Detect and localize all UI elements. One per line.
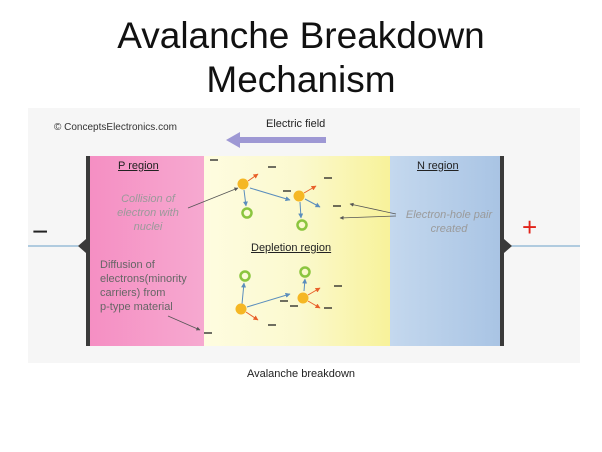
electric-field-label: Electric field	[266, 118, 326, 130]
electron	[297, 292, 309, 304]
hole-path-arrow	[242, 189, 248, 207]
pair-pointer-1	[349, 202, 397, 215]
hole	[241, 207, 253, 219]
p-region	[90, 156, 204, 346]
electron-path-arrow	[246, 292, 291, 308]
title-line-1: Avalanche Breakdown	[117, 15, 485, 56]
hole	[296, 219, 308, 231]
diagram-graphics	[28, 132, 580, 346]
left-electrode	[86, 156, 90, 346]
electron-motion-arrow	[307, 300, 321, 309]
negative-terminal-sign: −	[32, 216, 49, 247]
electric-field-arrow	[226, 132, 326, 148]
diffusion-pointer	[167, 315, 201, 331]
slide-title: Avalanche Breakdown Mechanism	[0, 14, 602, 102]
hole-path-arrow	[302, 278, 308, 292]
electron-path-arrow	[249, 187, 291, 202]
n-region	[390, 156, 500, 346]
collision-annotation: Collision of electron with nuclei	[117, 193, 179, 233]
title-line-2: Mechanism	[206, 59, 396, 100]
hole	[299, 266, 311, 278]
avalanche-diagram: © ConceptsElectronics.com Electric field…	[28, 108, 580, 363]
pair-pointer-2	[339, 215, 397, 220]
electron-charge-signs	[204, 159, 342, 334]
electron-motion-arrow	[245, 311, 259, 321]
electron-motion-arrow	[307, 287, 321, 296]
p-region-label: P region	[118, 160, 159, 172]
depletion-region-label: Depletion region	[251, 242, 332, 254]
electron-path-arrow	[304, 198, 321, 208]
n-region-label: N region	[417, 160, 459, 172]
positive-terminal-sign: +	[522, 212, 538, 242]
hole-path-arrow	[298, 201, 304, 219]
diagram-caption: Avalanche breakdown	[246, 368, 356, 380]
copyright-text: © ConceptsElectronics.com	[54, 122, 177, 133]
collision-pointer	[187, 187, 239, 209]
left-connector	[78, 239, 86, 253]
hole	[239, 270, 251, 282]
hole-path-arrow	[241, 282, 247, 305]
electron	[235, 303, 247, 315]
electron	[237, 178, 249, 190]
electron-hole-pair-annotation: Electron-hole pair created	[405, 209, 493, 235]
right-electrode	[500, 156, 504, 346]
diffusion-annotation: Diffusion of electrons(minority carriers…	[100, 259, 187, 313]
electron-motion-arrow	[247, 173, 259, 182]
right-connector	[504, 239, 512, 253]
electron	[293, 190, 305, 202]
electron-motion-arrow	[303, 185, 317, 194]
